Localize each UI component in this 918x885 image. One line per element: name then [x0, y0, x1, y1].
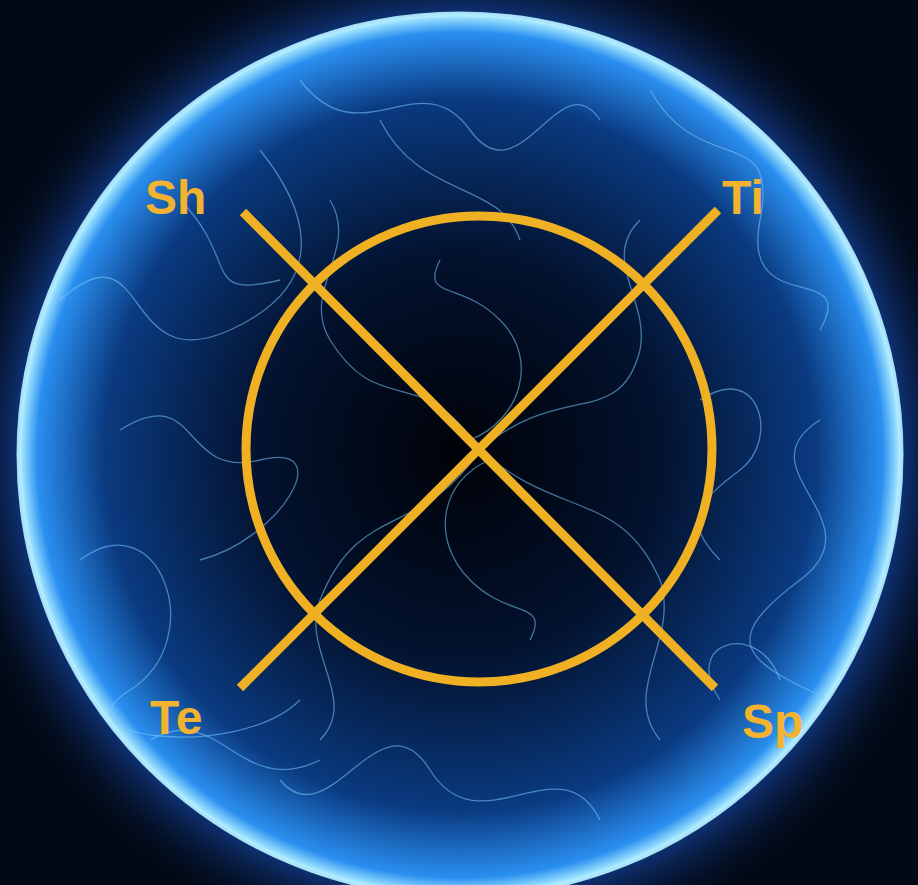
corner-label: Ti	[722, 174, 764, 222]
corner-label: Sh	[145, 174, 206, 222]
plasma-filaments	[60, 80, 830, 820]
corner-label: Te	[150, 694, 202, 742]
plasma-sphere	[17, 12, 903, 885]
corner-label: Sp	[742, 698, 803, 746]
symbol-diagonal	[240, 210, 718, 688]
sphere-rim	[19, 14, 901, 885]
symbol	[240, 210, 718, 688]
